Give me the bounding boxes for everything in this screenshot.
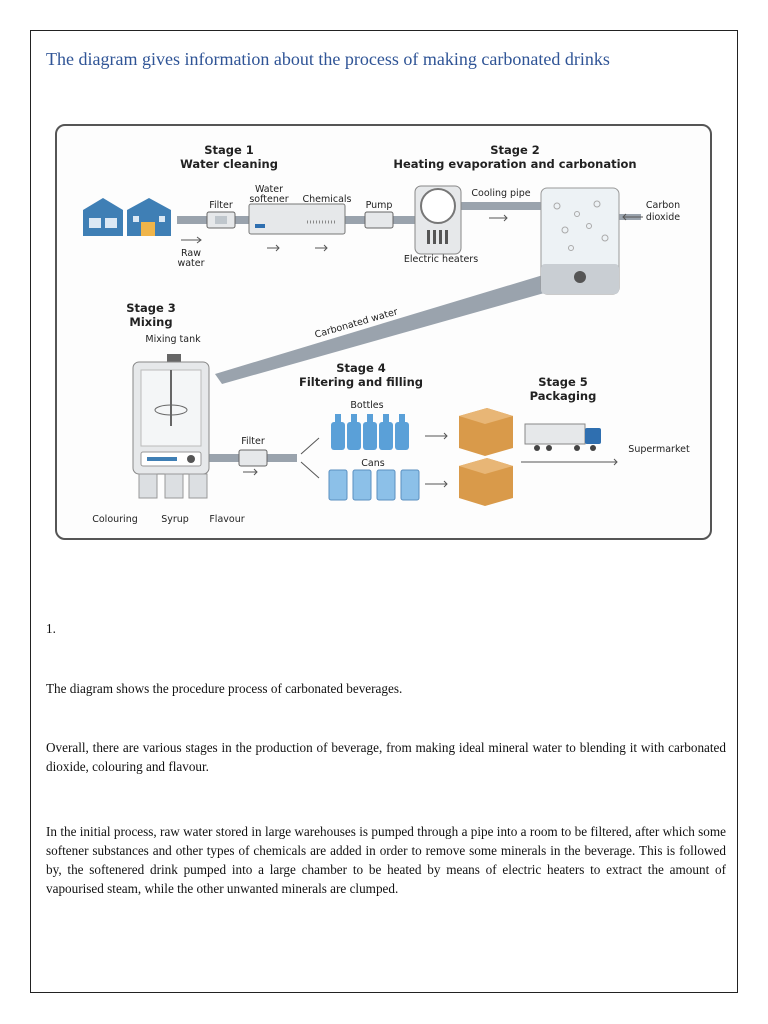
carbon-dioxide-label-1: Carbon xyxy=(646,200,680,211)
supermarket-label: Supermarket xyxy=(628,444,690,455)
stage2-title: Heating evaporation and carbonation xyxy=(393,157,636,171)
syrup-label: Syrup xyxy=(161,514,189,525)
paragraph-1-text: The diagram shows the procedure process … xyxy=(46,681,403,696)
heating-chamber xyxy=(414,185,462,255)
carbon-dioxide-label-2: dioxide xyxy=(646,212,680,223)
stage1-number: Stage 1 xyxy=(204,143,254,157)
filter-stage4-label: Filter xyxy=(241,436,265,447)
mixing-tank-label: Mixing tank xyxy=(145,334,201,345)
cooling-pipe-label: Cooling pipe xyxy=(471,188,530,199)
softener-machine xyxy=(248,203,346,235)
stage4-title: Filtering and filling xyxy=(299,375,423,389)
cans-icon xyxy=(328,469,420,501)
raw-water-label-1: Raw xyxy=(181,248,201,259)
stage3-number: Stage 3 xyxy=(126,301,176,315)
pipe-segment xyxy=(235,216,249,224)
essay-paragraph-2: Overall, there are various stages in the… xyxy=(46,738,726,776)
stage1-title: Water cleaning xyxy=(180,157,278,171)
page-heading: The diagram gives information about the … xyxy=(46,49,610,69)
stage4-number: Stage 4 xyxy=(336,361,386,375)
pipe-segment xyxy=(209,454,239,462)
paragraph-2-text: Overall, there are various stages in the… xyxy=(46,740,726,774)
raw-water-label-2: water xyxy=(177,258,204,269)
stage2-number: Stage 2 xyxy=(490,143,540,157)
truck-icon xyxy=(524,423,601,451)
flavour-label: Flavour xyxy=(209,514,244,525)
stage5-number: Stage 5 xyxy=(538,375,588,389)
essay-paragraph-1: The diagram shows the procedure process … xyxy=(46,679,726,698)
carbonation-tank xyxy=(540,187,620,295)
essay-number-text: 1. xyxy=(46,621,56,636)
pump-unit xyxy=(364,211,394,229)
pipe-segment xyxy=(267,454,297,462)
bottles-label: Bottles xyxy=(350,400,383,411)
document-page: The diagram gives information about the … xyxy=(30,30,738,993)
warehouse-icon xyxy=(83,198,171,236)
cooling-pipe xyxy=(461,202,541,210)
essay-number: 1. xyxy=(46,619,726,638)
carbonated-water-pipe xyxy=(215,272,569,384)
pipe-segment xyxy=(177,216,207,224)
flow-arrow xyxy=(300,461,320,479)
mixing-tank xyxy=(132,354,210,499)
essay-paragraph-3: In the initial process, raw water stored… xyxy=(46,822,726,898)
cans-label: Cans xyxy=(361,458,384,469)
colouring-label: Colouring xyxy=(92,514,138,525)
paragraph-3-text: In the initial process, raw water stored… xyxy=(46,824,726,896)
filter-unit-stage4 xyxy=(238,449,268,467)
chemicals-label: Chemicals xyxy=(302,194,351,205)
water-softener-label-1: Water xyxy=(255,184,283,195)
bottles-icon xyxy=(331,414,409,450)
flow-arrow xyxy=(300,437,320,455)
water-softener-label-2: softener xyxy=(249,194,288,205)
process-diagram: Stage 1 Water cleaning Stage 2 Heating e… xyxy=(55,124,712,540)
box-icon xyxy=(459,408,513,506)
pump-label: Pump xyxy=(366,200,393,211)
stage5-title: Packaging xyxy=(530,389,597,403)
electric-heaters-label: Electric heaters xyxy=(404,254,478,265)
filter-label: Filter xyxy=(209,200,233,211)
pipe-segment xyxy=(345,216,365,224)
pipe-segment xyxy=(393,216,415,224)
stage3-title: Mixing xyxy=(129,315,172,329)
